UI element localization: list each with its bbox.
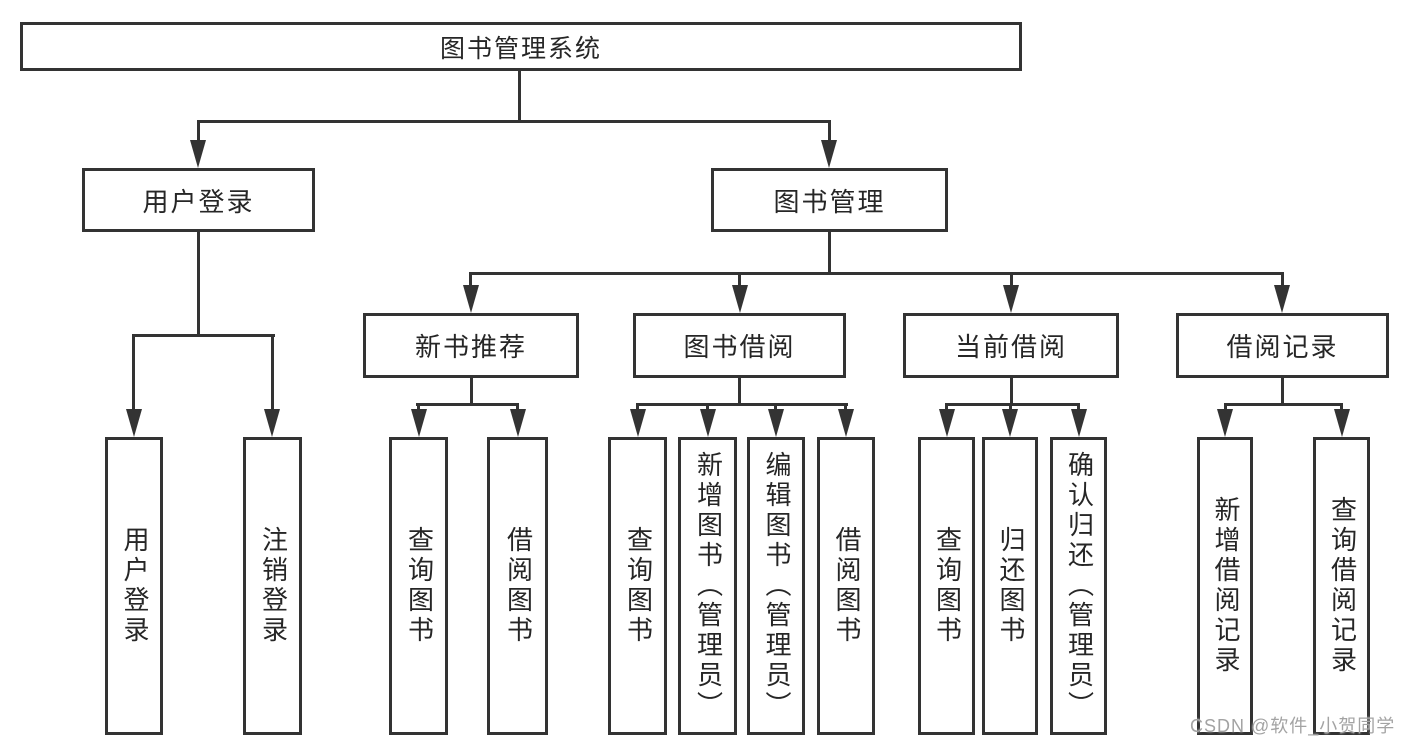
arrow-current-3: [1071, 409, 1087, 437]
connector-l3-drop-2: [738, 272, 741, 287]
connector-borrow-rail: [636, 403, 848, 406]
connector-user-login-drop: [197, 120, 200, 142]
connector-level3-rail: [469, 272, 1283, 275]
leaf-recommend-borrow-books-label: 借阅图书: [503, 526, 534, 646]
csdn-watermark: CSDN @软件_小贺同学: [1190, 716, 1396, 736]
node-root-label: 图书管理系统: [439, 34, 602, 63]
arrow-record-1: [1217, 409, 1233, 437]
arrow-l3-3: [1003, 285, 1019, 313]
leaf-user-login: 用户登录: [105, 437, 163, 735]
node-new-book-recommend-label: 新书推荐: [414, 332, 527, 362]
arrow-book-mgmt: [821, 140, 837, 168]
leaf-record-add-borrow-record: 新增借阅记录: [1197, 437, 1253, 735]
connector-recommend-drop-2: [516, 403, 519, 411]
connector-record-drop-1: [1224, 403, 1227, 411]
connector-current-stem: [1010, 378, 1013, 406]
leaf-current-query-books-label: 查询图书: [932, 526, 963, 646]
arrow-current-2: [1002, 409, 1018, 437]
connector-l3-drop-4: [1281, 272, 1284, 287]
node-user-login-label: 用户登录: [142, 186, 255, 217]
leaf-user-logout-label: 注销登录: [258, 526, 289, 646]
leaf-record-query-borrow-record-label: 查询借阅记录: [1327, 496, 1358, 676]
node-borrow-record-label: 借阅记录: [1226, 332, 1339, 362]
leaf-current-confirm-return-admin: 确认归还（管理员）: [1050, 437, 1107, 735]
connector-user-leaf1-drop: [132, 334, 135, 412]
connector-root-stem: [518, 71, 521, 123]
arrow-borrow-3: [768, 409, 784, 437]
node-book-borrow-label: 图书借阅: [683, 332, 796, 362]
leaf-borrow-borrow-books-label: 借阅图书: [831, 526, 862, 646]
arrow-l3-4: [1274, 285, 1290, 313]
connector-user-rail: [132, 334, 275, 337]
leaf-recommend-query-books: 查询图书: [389, 437, 448, 735]
node-book-borrow: 图书借阅: [633, 313, 846, 378]
leaf-borrow-add-books-admin: 新增图书（管理员）: [678, 437, 737, 735]
connector-l3-drop-3: [1010, 272, 1013, 287]
connector-borrow-drop-4: [844, 403, 847, 411]
connector-current-drop-2: [1009, 403, 1012, 411]
node-root: 图书管理系统: [20, 22, 1022, 71]
connector-borrow-drop-1: [636, 403, 639, 411]
connector-current-drop-3: [1077, 403, 1080, 411]
arrow-l3-2: [732, 285, 748, 313]
connector-record-rail: [1224, 403, 1343, 406]
connector-record-drop-2: [1340, 403, 1343, 411]
connector-record-stem: [1281, 378, 1284, 406]
connector-borrow-drop-2: [706, 403, 709, 411]
connector-book-stem: [828, 232, 831, 274]
arrow-borrow-4: [838, 409, 854, 437]
arrow-recommend-2: [510, 409, 526, 437]
arrow-l3-1: [463, 285, 479, 313]
connector-current-rail: [945, 403, 1080, 406]
leaf-borrow-edit-books-admin: 编辑图书（管理员）: [747, 437, 805, 735]
node-current-borrow: 当前借阅: [903, 313, 1119, 378]
connector-user-leaf2-drop: [271, 334, 274, 412]
leaf-user-login-label: 用户登录: [119, 526, 150, 646]
arrow-borrow-2: [700, 409, 716, 437]
arrow-user-leaf1: [126, 409, 142, 437]
connector-recommend-stem: [470, 378, 473, 406]
arrow-borrow-1: [630, 409, 646, 437]
connector-l3-drop-1: [469, 272, 472, 287]
arrow-user-login: [190, 140, 206, 168]
leaf-current-confirm-return-admin-label: 确认归还（管理员）: [1064, 451, 1095, 721]
connector-borrow-stem: [738, 378, 741, 406]
leaf-recommend-borrow-books: 借阅图书: [487, 437, 548, 735]
node-new-book-recommend: 新书推荐: [363, 313, 579, 378]
arrow-current-1: [939, 409, 955, 437]
arrow-user-leaf2: [264, 409, 280, 437]
connector-book-mgmt-drop: [828, 120, 831, 142]
leaf-current-return-books-label: 归还图书: [995, 526, 1026, 646]
connector-current-drop-1: [945, 403, 948, 411]
node-book-management: 图书管理: [711, 168, 948, 232]
leaf-recommend-query-books-label: 查询图书: [404, 526, 435, 646]
leaf-borrow-add-books-admin-label: 新增图书（管理员）: [693, 451, 724, 721]
leaf-record-query-borrow-record: 查询借阅记录: [1313, 437, 1370, 735]
node-book-management-label: 图书管理: [773, 186, 886, 217]
leaf-record-add-borrow-record-label: 新增借阅记录: [1210, 496, 1241, 676]
node-current-borrow-label: 当前借阅: [954, 332, 1067, 362]
connector-level2-rail: [197, 120, 831, 123]
node-borrow-record: 借阅记录: [1176, 313, 1389, 378]
leaf-borrow-borrow-books: 借阅图书: [817, 437, 875, 735]
leaf-user-logout: 注销登录: [243, 437, 302, 735]
leaf-borrow-query-books-label: 查询图书: [623, 526, 654, 646]
node-user-login: 用户登录: [82, 168, 315, 232]
connector-recommend-drop-1: [417, 403, 420, 411]
connector-recommend-rail: [416, 403, 518, 406]
leaf-current-return-books: 归还图书: [982, 437, 1038, 735]
connector-borrow-drop-3: [774, 403, 777, 411]
connector-user-stem: [197, 232, 200, 337]
leaf-borrow-query-books: 查询图书: [608, 437, 667, 735]
leaf-current-query-books: 查询图书: [918, 437, 975, 735]
arrow-recommend-1: [411, 409, 427, 437]
leaf-borrow-edit-books-admin-label: 编辑图书（管理员）: [761, 451, 792, 721]
arrow-record-2: [1334, 409, 1350, 437]
